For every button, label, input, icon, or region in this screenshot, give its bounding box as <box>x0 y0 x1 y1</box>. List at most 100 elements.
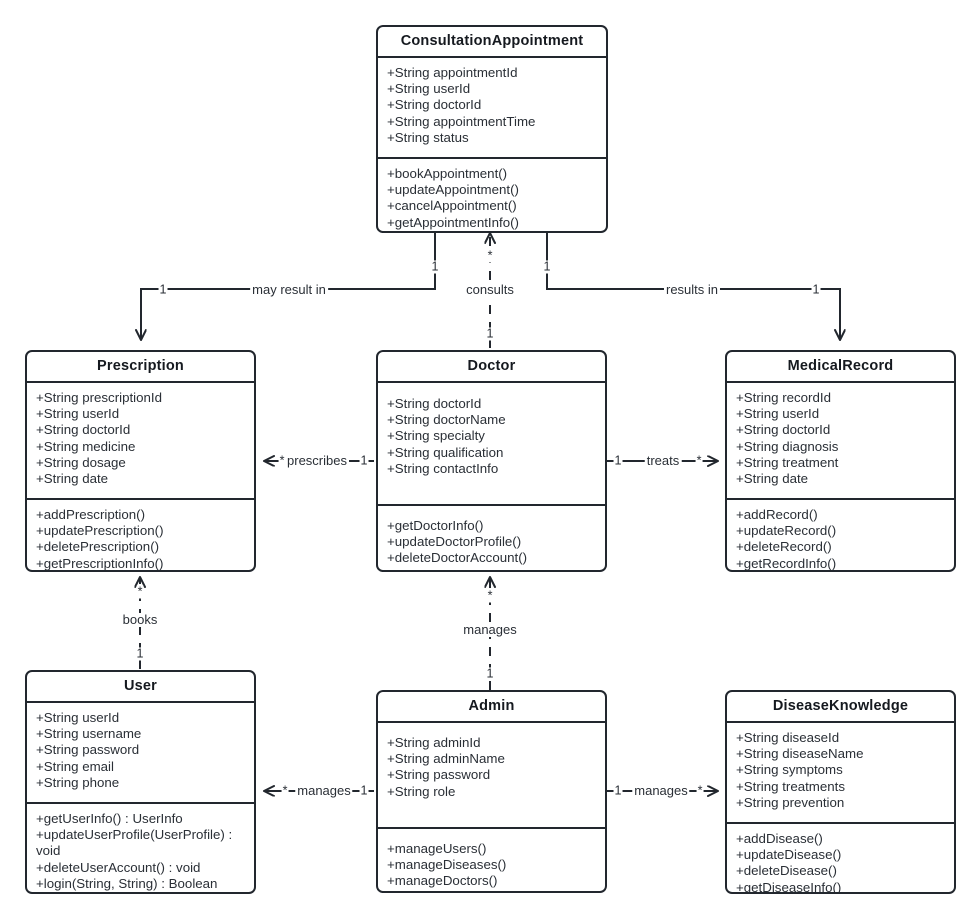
attribute-row: +String diagnosis <box>736 438 839 454</box>
attribute-row: +String password <box>36 742 140 758</box>
edge-multiplicity-appointment-prescription-source: 1 <box>430 259 440 274</box>
method-row: +addRecord() <box>736 507 818 522</box>
method-row: +updateDoctorProfile() <box>387 534 522 550</box>
class-box-prescription[interactable]: Prescription +String prescriptionId +Str… <box>25 350 256 572</box>
class-methods-disease-knowledge: +addDisease() +updateDisease() +deleteDi… <box>727 824 954 894</box>
edge-label-may-result-in: may result in <box>250 282 328 297</box>
class-methods-admin: +manageUsers() +manageDiseases() +manage… <box>378 829 605 891</box>
method-row: +getPrescriptionInfo() <box>36 555 164 571</box>
attribute-row: +String doctorId <box>387 97 482 113</box>
edge-multiplicity-doctor-prescription-target: * <box>278 453 286 468</box>
attribute-row: +String appointmentId <box>387 65 518 80</box>
edge-multiplicity-admin-disease-source: 1 <box>613 783 623 798</box>
method-row: +getRecordInfo() <box>736 555 837 571</box>
attribute-row: +String doctorId <box>387 396 482 411</box>
edge-multiplicity-doctor-medicalrecord-target: * <box>695 453 703 468</box>
method-row: +updateDisease() <box>736 847 842 863</box>
method-row: +cancelAppointment() <box>387 198 517 214</box>
class-title-prescription: Prescription <box>27 352 254 383</box>
class-methods-medical-record: +addRecord() +updateRecord() +deleteReco… <box>727 500 954 571</box>
method-row: +deleteRecord() <box>736 539 832 555</box>
class-attributes-admin: +String adminId +String adminName +Strin… <box>378 723 605 829</box>
class-box-admin[interactable]: Admin +String adminId +String adminName … <box>376 690 607 893</box>
class-box-user[interactable]: User +String userId +String username +St… <box>25 670 256 894</box>
attribute-row: +String email <box>36 758 114 774</box>
method-row: +getDiseaseInfo() <box>736 879 842 894</box>
edge-multiplicity-admin-doctor-target: * <box>486 588 494 603</box>
edge-label-books: books <box>120 612 160 627</box>
attribute-row: +String doctorId <box>36 422 131 438</box>
class-attributes-doctor: +String doctorId +String doctorName +Str… <box>378 383 605 506</box>
edge-label-manages-doctor: manages <box>461 622 519 637</box>
attribute-row: +String prescriptionId <box>36 390 163 405</box>
method-row: +deleteUserAccount() : void <box>36 859 201 875</box>
method-row: +updateUserProfile(UserProfile) : void <box>36 827 236 859</box>
edge-multiplicity-appointment-medicalrecord-source: 1 <box>542 259 552 274</box>
edge-multiplicity-doctor-appointment-source: 1 <box>485 326 495 341</box>
method-row: +getUserInfo() : UserInfo <box>36 811 183 826</box>
edge-multiplicity-user-prescription-target: * <box>136 584 144 599</box>
attribute-row: +String qualification <box>387 444 504 460</box>
method-row: +updatePrescription() <box>36 523 164 539</box>
attribute-row: +String diseaseName <box>736 746 864 762</box>
attribute-row: +String recordId <box>736 390 831 405</box>
class-box-medical-record[interactable]: MedicalRecord +String recordId +String u… <box>725 350 956 572</box>
edge-multiplicity-admin-user-target: * <box>281 783 289 798</box>
class-title-medical-record: MedicalRecord <box>727 352 954 383</box>
edge-label-manages-disease: manages <box>632 783 690 798</box>
attribute-row: +String date <box>736 471 809 487</box>
attribute-row: +String medicine <box>36 438 136 454</box>
edge-multiplicity-admin-disease-target: * <box>696 783 704 798</box>
edge-label-prescribes: prescribes <box>285 453 349 468</box>
attribute-row: +String diseaseId <box>736 730 840 745</box>
edge-multiplicity-doctor-prescription-source: 1 <box>359 453 369 468</box>
attribute-row: +String password <box>387 767 491 783</box>
class-attributes-medical-record: +String recordId +String userId +String … <box>727 383 954 500</box>
class-attributes-consultation-appointment: +String appointmentId +String userId +St… <box>378 58 606 159</box>
attribute-row: +String symptoms <box>736 762 843 778</box>
method-row: +getAppointmentInfo() <box>387 214 519 230</box>
attribute-row: +String status <box>387 129 469 145</box>
attribute-row: +String dosage <box>36 454 126 470</box>
class-box-disease-knowledge[interactable]: DiseaseKnowledge +String diseaseId +Stri… <box>725 690 956 894</box>
edge-label-treats: treats <box>644 453 682 468</box>
method-row: +bookAppointment() <box>387 166 508 181</box>
edge-label-consults: consults <box>464 282 516 297</box>
edge-multiplicity-appointment-medicalrecord-target: 1 <box>811 282 821 297</box>
attribute-row: +String appointmentTime <box>387 113 536 129</box>
attribute-row: +String contactInfo <box>387 460 499 476</box>
edge-multiplicity-admin-doctor-source: 1 <box>485 666 495 681</box>
edge-multiplicity-appointment-prescription-target: 1 <box>158 282 168 297</box>
attribute-row: +String specialty <box>387 428 485 444</box>
attribute-row: +String doctorId <box>736 422 831 438</box>
method-row: +manageDoctors() <box>387 873 498 889</box>
attribute-row: +String treatments <box>736 778 846 794</box>
method-row: +manageUsers() <box>387 841 487 856</box>
class-box-consultation-appointment[interactable]: ConsultationAppointment +String appointm… <box>376 25 608 233</box>
class-methods-doctor: +getDoctorInfo() +updateDoctorProfile() … <box>378 506 605 570</box>
attribute-row: +String treatment <box>736 454 839 470</box>
class-attributes-disease-knowledge: +String diseaseId +String diseaseName +S… <box>727 723 954 824</box>
method-row: +getDoctorInfo() <box>387 518 484 533</box>
attribute-row: +String userId <box>736 406 820 422</box>
attribute-row: +String userId <box>387 81 471 97</box>
edge-multiplicity-doctor-medicalrecord-source: 1 <box>613 453 623 468</box>
edge-multiplicity-doctor-appointment-target: * <box>486 248 494 263</box>
class-title-user: User <box>27 672 254 703</box>
edge-label-manages-user: manages <box>295 783 353 798</box>
attribute-row: +String username <box>36 726 142 742</box>
edge-multiplicity-admin-user-source: 1 <box>359 783 369 798</box>
method-row: +login(String, String) : Boolean <box>36 875 218 891</box>
method-row: +deleteDisease() <box>736 863 837 879</box>
attribute-row: +String role <box>387 783 456 799</box>
method-row: +updateRecord() <box>736 523 837 539</box>
class-title-consultation-appointment: ConsultationAppointment <box>378 27 606 58</box>
method-row: +manageDiseases() <box>387 857 507 873</box>
attribute-row: +String adminId <box>387 735 481 750</box>
attribute-row: +String doctorName <box>387 412 506 428</box>
attribute-row: +String userId <box>36 406 120 422</box>
class-methods-consultation-appointment: +bookAppointment() +updateAppointment() … <box>378 159 606 231</box>
class-box-doctor[interactable]: Doctor +String doctorId +String doctorNa… <box>376 350 607 572</box>
attribute-row: +String date <box>36 471 109 487</box>
